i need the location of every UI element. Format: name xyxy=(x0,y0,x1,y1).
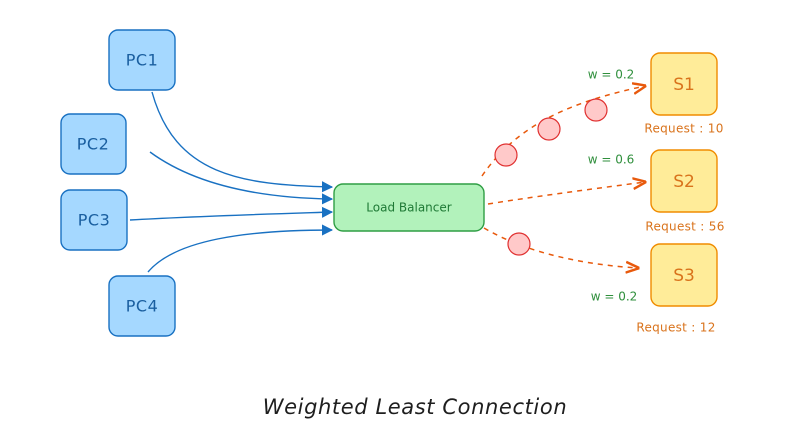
weight-label-s1: w = 0.2 xyxy=(588,68,635,82)
server-label: S3 xyxy=(673,266,695,286)
request-count-s1: Request : 10 xyxy=(644,122,723,136)
client-edges xyxy=(129,91,334,273)
request-count-s3: Request : 12 xyxy=(636,321,715,335)
edge-pc2-lb xyxy=(149,151,334,205)
weight-label-s3: w = 0.2 xyxy=(591,290,638,304)
server-label: S1 xyxy=(673,75,695,95)
request-count-s2: Request : 56 xyxy=(645,220,724,234)
client-pc2[interactable]: PC2 xyxy=(60,113,127,175)
edge-pc4-lb xyxy=(147,224,334,273)
client-label: PC4 xyxy=(126,297,159,316)
connection-dot-s3-1 xyxy=(507,232,531,256)
connection-dots xyxy=(494,98,608,256)
client-pc1[interactable]: PC1 xyxy=(108,29,176,91)
weight-label-s2: w = 0.6 xyxy=(588,153,635,167)
load-balancer-label: Load Balancer xyxy=(366,201,451,215)
connection-dot-s1-2 xyxy=(537,117,561,141)
diagram-title: Weighted Least Connection xyxy=(263,395,567,419)
client-label: PC1 xyxy=(126,51,159,70)
client-pc4[interactable]: PC4 xyxy=(108,275,176,337)
server-s1[interactable]: S1 xyxy=(650,52,718,116)
server-label: S2 xyxy=(673,172,695,192)
server-s2[interactable]: S2 xyxy=(650,149,718,213)
client-pc3[interactable]: PC3 xyxy=(60,189,128,251)
edge-lb-s2 xyxy=(487,182,645,205)
client-label: PC2 xyxy=(77,135,110,154)
load-balancer[interactable]: Load Balancer xyxy=(333,183,485,232)
client-label: PC3 xyxy=(78,211,111,230)
edge-pc3-lb xyxy=(129,206,334,221)
edge-lb-s3 xyxy=(483,227,638,268)
server-s3[interactable]: S3 xyxy=(650,243,718,307)
server-edges xyxy=(481,86,645,268)
edge-pc1-lb xyxy=(151,91,334,193)
connection-dot-s1-3 xyxy=(584,98,608,122)
connection-dot-s1-1 xyxy=(494,143,518,167)
